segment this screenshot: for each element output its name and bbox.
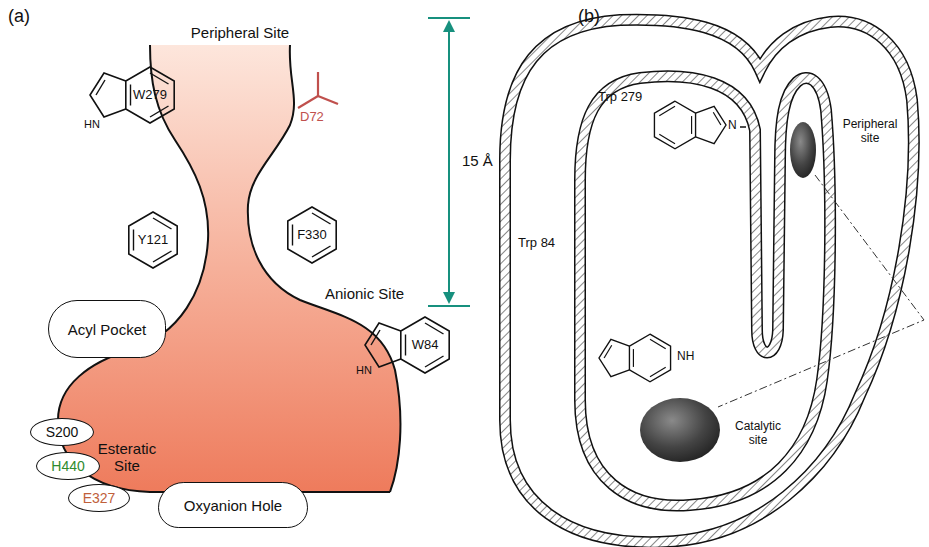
atom-label: HN (356, 364, 372, 377)
gorge-wall (580, 76, 830, 505)
gorge-wall (248, 45, 401, 492)
tryptophan-ring (90, 67, 174, 123)
peripheral-site-blob (790, 122, 816, 178)
node-text: Acyl Pocket (68, 321, 146, 338)
residue-label: Trp 279 (598, 90, 642, 105)
tryptophan-ring (599, 334, 671, 382)
site-label: Catalytic site (726, 420, 790, 448)
node-text: Oxyanion Hole (184, 497, 282, 514)
gorge-fill (58, 45, 400, 492)
site-label: Peripheral Site (191, 24, 289, 41)
dash-dot-line (718, 175, 924, 407)
residue-ellipse: S200 (30, 418, 94, 446)
residue-label: F330 (297, 228, 327, 243)
tryptophan-ring (365, 317, 449, 373)
node-text: H440 (51, 458, 84, 474)
residue-label: Trp 84 (516, 236, 557, 251)
residue-label: W84 (412, 338, 439, 353)
pocket-region: Acyl Pocket (48, 300, 166, 358)
panel-letter: (a) (8, 6, 30, 27)
node-text: S200 (46, 424, 79, 440)
residue-ellipse: H440 (36, 452, 100, 480)
residue-label: W279 (133, 88, 167, 103)
site-label: Peripheral site (838, 118, 902, 146)
gorge-wall (58, 45, 390, 492)
dimension-label: 15 Å (462, 152, 493, 169)
atom-label: NH (677, 350, 694, 364)
pocket-region: Oxyanion Hole (158, 482, 308, 528)
site-label: Esteratic Site (90, 440, 164, 475)
enzyme-outline (505, 20, 914, 542)
tyrosine-ring (129, 212, 177, 268)
bond-stub (740, 126, 746, 128)
residue-label: Y121 (138, 233, 168, 248)
residue-ellipse: E327 (68, 484, 130, 512)
residue-label: D72 (300, 110, 324, 125)
atom-label: HN (84, 118, 100, 131)
catalytic-site-blob (640, 398, 720, 462)
atom-label: N (728, 119, 737, 133)
panel-letter: (b) (578, 6, 600, 27)
site-label: Anionic Site (325, 285, 404, 302)
tryptophan-ring (654, 101, 726, 149)
aspartate-symbol (298, 72, 338, 108)
node-text: E327 (83, 490, 116, 506)
phenylalanine-ring (288, 207, 336, 263)
